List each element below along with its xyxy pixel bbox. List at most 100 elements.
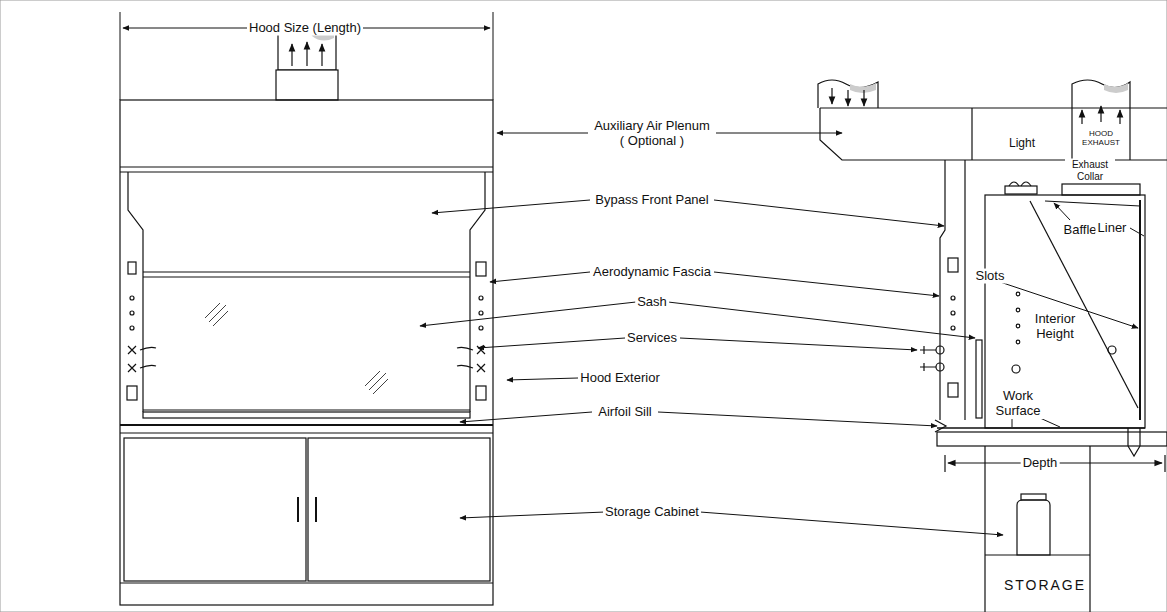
part-label: Bypass Front Panel [593, 193, 710, 208]
part-label: Hood Size (Length) [247, 21, 363, 36]
hood-front-view [205, 303, 220, 318]
hood-front-view [297, 497, 299, 522]
hood-side-view [863, 90, 864, 106]
hood-front-view [457, 347, 473, 368]
hood-side-view [1045, 201, 1140, 206]
hood-side-view [1128, 428, 1140, 456]
hood-front-view [479, 311, 483, 315]
part-label: Hood Exterior [578, 371, 661, 386]
part-label: STORAGE [1002, 577, 1088, 593]
hood-front-view [365, 371, 380, 386]
hood-side-view [1017, 500, 1050, 555]
dimension-line [120, 12, 121, 100]
hood-front-view [291, 44, 292, 66]
hood-front-view [470, 172, 485, 412]
hood-front-view [120, 582, 493, 583]
hood-side-view [985, 195, 1145, 428]
hood-side-view [964, 160, 965, 420]
hood-side-view [1012, 365, 1020, 373]
part-label: Aerodynamic Fascia [591, 265, 713, 280]
hood-side-view [948, 383, 958, 397]
part-label: Exhaust Collar [1065, 159, 1115, 182]
leader-line [714, 272, 939, 296]
hood-side-view [951, 326, 955, 330]
hood-front-view [127, 386, 137, 400]
part-label: Sash [635, 295, 669, 310]
hood-side-view [984, 446, 985, 612]
hood-side-view [1021, 494, 1046, 500]
hood-front-view [213, 311, 228, 326]
hood-front-view [369, 373, 386, 390]
hood-side-view [1089, 446, 1090, 612]
hood-front-view [128, 172, 143, 412]
hood-front-view [308, 438, 490, 581]
hood-front-view [479, 296, 483, 300]
hood-side-view [944, 455, 945, 472]
hood-side-view [1016, 340, 1020, 344]
hood-side-view [850, 83, 876, 93]
hood-front-view [479, 326, 483, 330]
leader-line [658, 412, 937, 426]
hood-side-view [936, 363, 944, 371]
hood-side-view [820, 108, 860, 160]
hood-side-view [1104, 83, 1128, 93]
leader-line [700, 512, 1003, 535]
hood-front-view [130, 326, 134, 330]
part-label: Work Surface [986, 389, 1050, 419]
hood-side-view [1009, 182, 1031, 186]
hood-side-view [818, 80, 1167, 612]
leader-line [668, 302, 975, 338]
part-label: Liner [1096, 221, 1129, 236]
hood-front-view [209, 305, 226, 322]
leader-line [716, 133, 842, 134]
hood-front-view [306, 42, 307, 66]
hood-side-view [936, 346, 944, 354]
leader-line [490, 272, 590, 282]
hood-front-view [315, 497, 317, 522]
part-label: Light [1007, 137, 1037, 151]
hood-front-view [130, 296, 134, 300]
hood-front-view [128, 262, 136, 274]
hood-side-view [937, 427, 1145, 429]
leader-line [420, 133, 1144, 535]
hood-side-view [820, 107, 1167, 108]
hood-front-view [476, 386, 486, 400]
hood-front-view [143, 409, 470, 410]
part-label: HOOD EXHAUST [1079, 129, 1123, 147]
leader-line [714, 200, 944, 226]
hood-front-view [143, 276, 470, 277]
leader-line [1012, 418, 1013, 427]
part-label: Depth [1021, 456, 1060, 471]
hood-side-view [920, 346, 936, 371]
part-label: Storage Cabinet [603, 505, 701, 520]
hood-side-view [937, 432, 1167, 446]
hood-front-view [276, 70, 338, 100]
leader-line [460, 412, 592, 422]
dimension-line [493, 12, 494, 100]
hood-front-view [143, 412, 470, 418]
hood-side-view [1164, 455, 1165, 472]
leader-line [478, 338, 625, 348]
hood-side-view [1016, 308, 1020, 312]
hood-front-view [120, 424, 493, 426]
leader-line [497, 133, 588, 134]
hood-side-view [818, 80, 878, 108]
hood-side-view [1072, 80, 1130, 108]
hood-side-view [1108, 346, 1116, 354]
hood-side-view [951, 311, 955, 315]
part-label: Airfoil Sill [596, 405, 653, 420]
hood-side-view [847, 90, 848, 106]
part-label: ( Optional ) [618, 134, 686, 149]
hood-front-view [477, 364, 485, 372]
hood-front-view [130, 311, 134, 315]
leader-line [507, 378, 578, 380]
hood-side-view [1016, 324, 1020, 328]
hood-front-view [143, 271, 470, 272]
hood-front-view [120, 166, 493, 167]
part-label: Interior Height [1022, 312, 1088, 342]
leader-line [1040, 418, 1060, 427]
leader-line [680, 338, 917, 350]
